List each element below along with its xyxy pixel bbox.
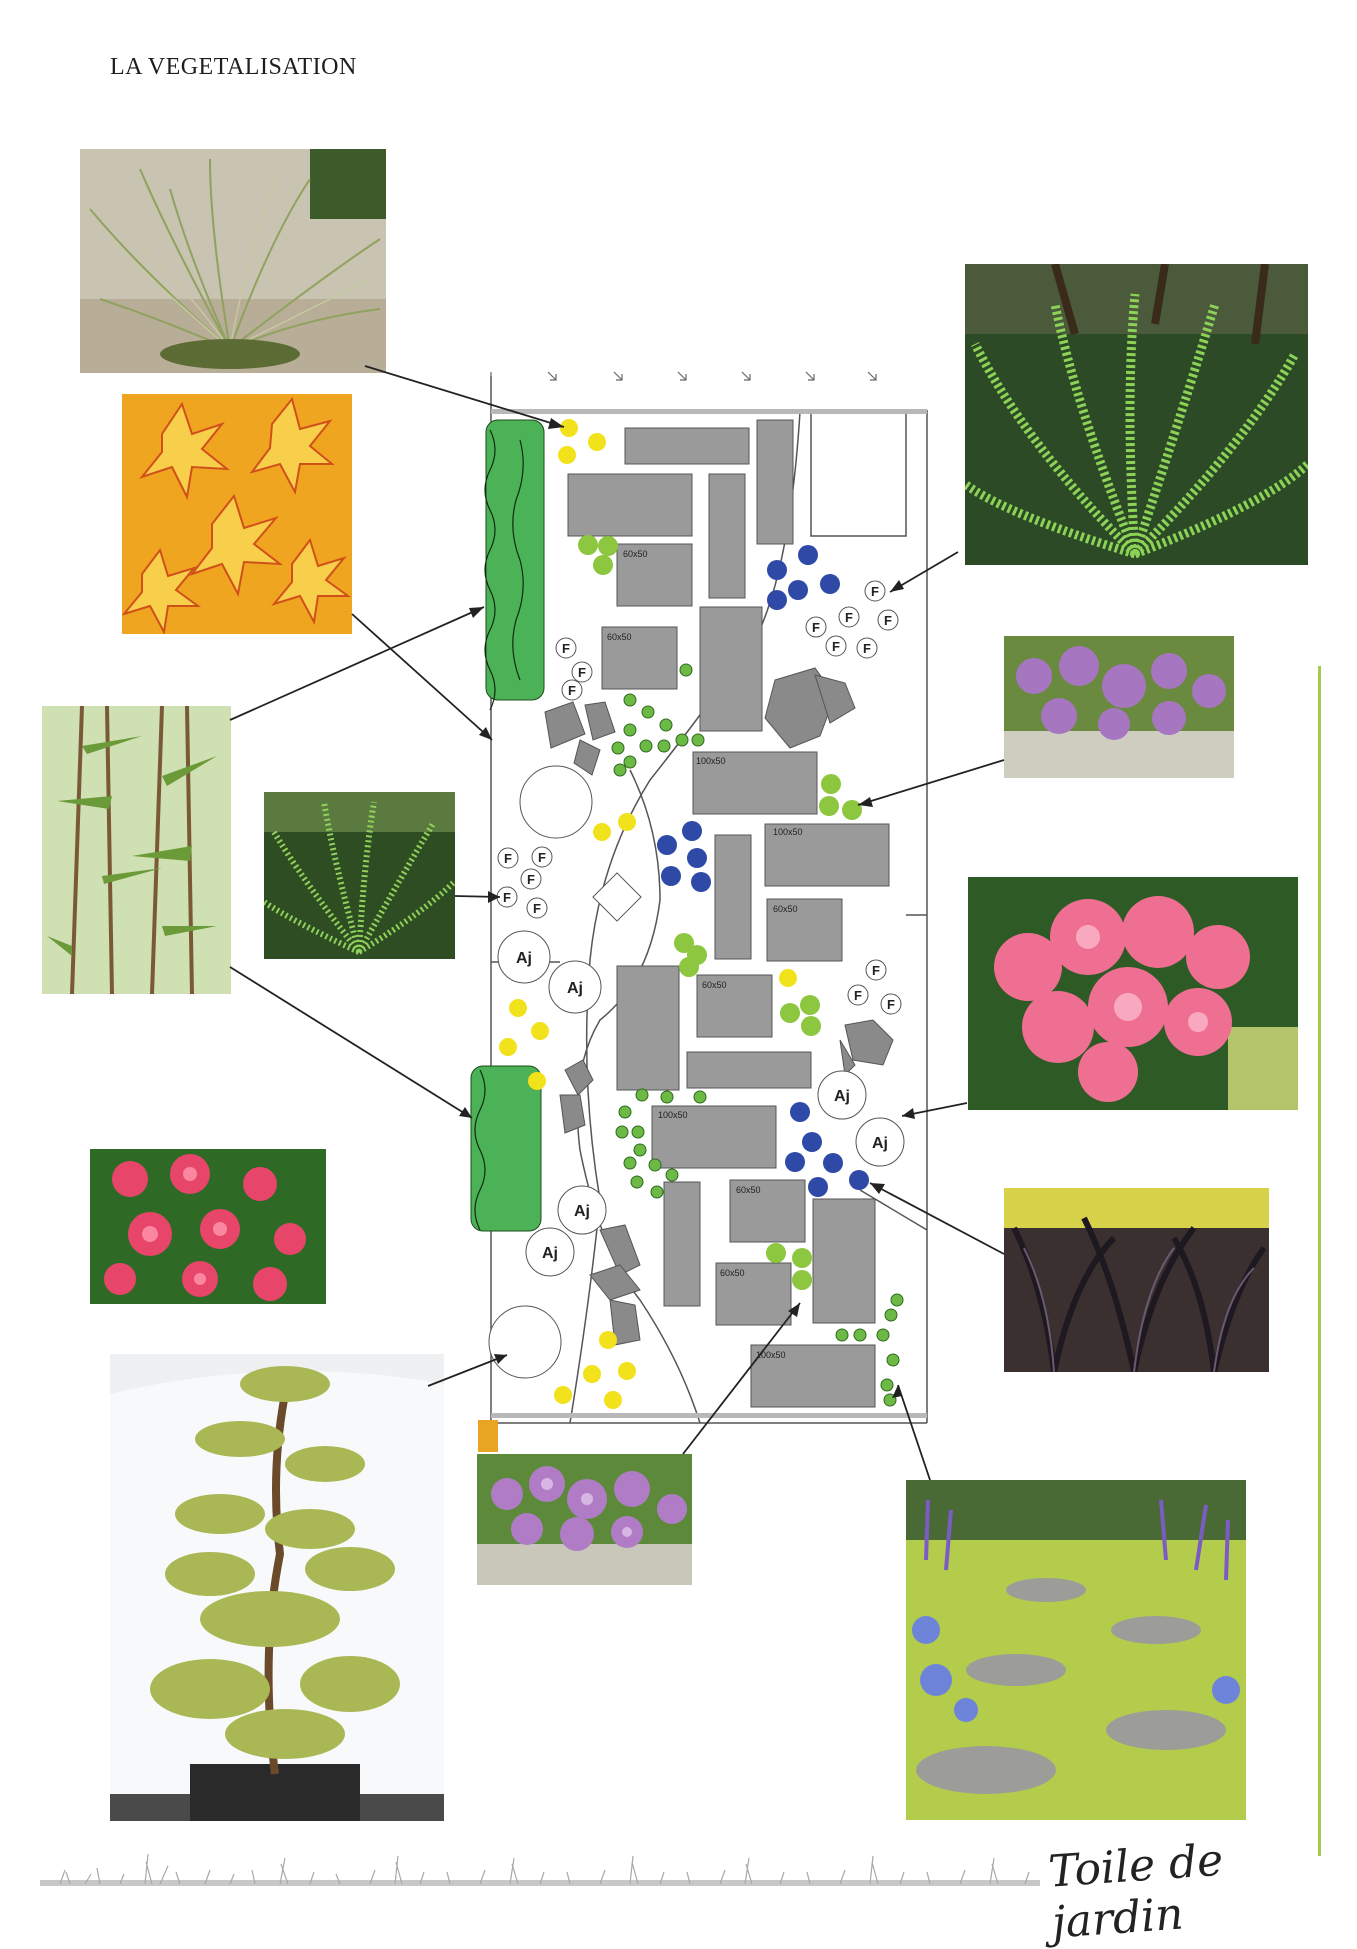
photo-thyme-right bbox=[1004, 636, 1234, 778]
svg-text:60x50: 60x50 bbox=[736, 1185, 761, 1195]
photo-pink-azalea bbox=[968, 877, 1298, 1110]
right-accent-rule bbox=[1318, 666, 1321, 1856]
svg-text:60x50: 60x50 bbox=[702, 980, 727, 990]
svg-text:Aj: Aj bbox=[542, 1245, 558, 1262]
svg-text:F: F bbox=[812, 620, 820, 635]
svg-text:F: F bbox=[832, 639, 840, 654]
svg-text:F: F bbox=[562, 641, 570, 656]
photo-bamboo bbox=[42, 706, 231, 994]
photo-red-azalea bbox=[90, 1149, 326, 1304]
svg-text:F: F bbox=[887, 997, 895, 1012]
svg-text:100x50: 100x50 bbox=[756, 1350, 786, 1360]
footer-grass-border bbox=[40, 1853, 1040, 1886]
svg-text:F: F bbox=[884, 613, 892, 628]
svg-text:F: F bbox=[533, 901, 541, 916]
brand-signature: Toile de jardin bbox=[1046, 1834, 1225, 1949]
svg-text:Aj: Aj bbox=[834, 1088, 850, 1105]
photo-black-grass bbox=[1004, 1188, 1269, 1372]
svg-text:Aj: Aj bbox=[516, 950, 532, 967]
photo-stipa-grass bbox=[80, 149, 386, 373]
svg-text:F: F bbox=[527, 872, 535, 887]
svg-text:Aj: Aj bbox=[574, 1203, 590, 1220]
page-title: LA VEGETALISATION bbox=[110, 54, 357, 80]
svg-text:F: F bbox=[504, 851, 512, 866]
svg-text:F: F bbox=[863, 641, 871, 656]
svg-text:60x50: 60x50 bbox=[623, 549, 648, 559]
climbing-plants bbox=[470, 419, 545, 1232]
svg-text:F: F bbox=[538, 850, 546, 865]
svg-text:Aj: Aj bbox=[872, 1135, 888, 1152]
svg-text:60x50: 60x50 bbox=[773, 904, 798, 914]
svg-text:Aj: Aj bbox=[567, 980, 583, 997]
photo-fern-small bbox=[264, 792, 455, 959]
photo-orange-maple bbox=[122, 394, 352, 634]
svg-text:100x50: 100x50 bbox=[773, 827, 803, 837]
svg-text:100x50: 100x50 bbox=[658, 1110, 688, 1120]
svg-text:60x50: 60x50 bbox=[607, 632, 632, 642]
svg-text:F: F bbox=[578, 665, 586, 680]
svg-text:60x50: 60x50 bbox=[720, 1268, 745, 1278]
svg-text:F: F bbox=[872, 963, 880, 978]
photo-thyme-center bbox=[477, 1454, 692, 1585]
svg-text:100x50: 100x50 bbox=[696, 756, 726, 766]
svg-text:F: F bbox=[845, 610, 853, 625]
photo-stepping-stones bbox=[906, 1480, 1246, 1820]
svg-text:F: F bbox=[871, 584, 879, 599]
svg-text:F: F bbox=[568, 683, 576, 698]
svg-text:F: F bbox=[503, 890, 511, 905]
photo-fern-large bbox=[965, 264, 1308, 565]
svg-text:F: F bbox=[854, 988, 862, 1003]
photo-cloud-pine bbox=[110, 1354, 444, 1821]
